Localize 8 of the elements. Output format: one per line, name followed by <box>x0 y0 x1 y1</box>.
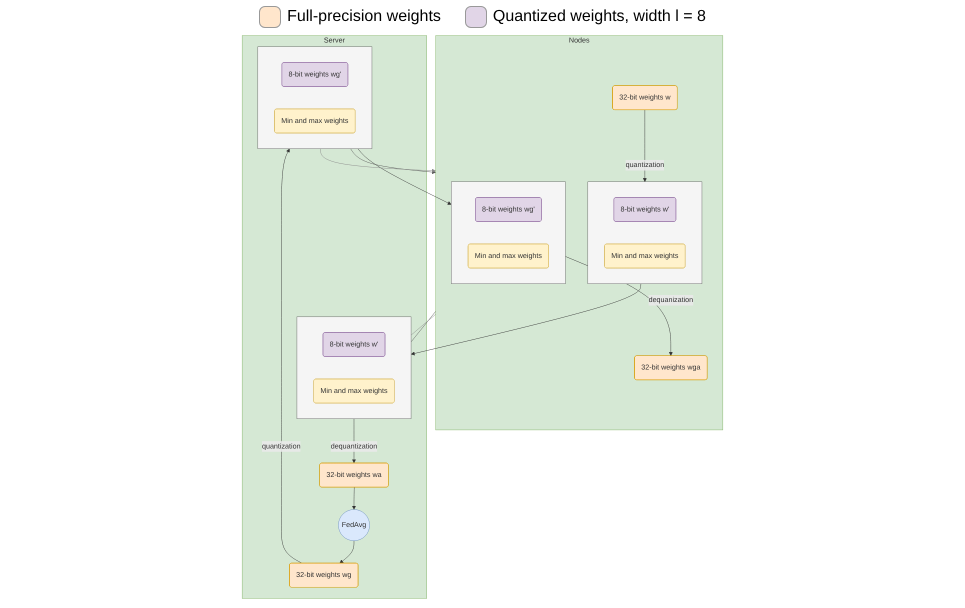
legend-label: Quantized weights, width l = 8 <box>492 8 706 26</box>
connector <box>410 314 436 336</box>
cluster <box>451 182 566 284</box>
cluster <box>296 316 412 419</box>
connector <box>410 311 436 342</box>
cluster <box>258 46 372 149</box>
legend-label: Full-precision weights <box>287 8 441 26</box>
cluster <box>588 182 702 284</box>
